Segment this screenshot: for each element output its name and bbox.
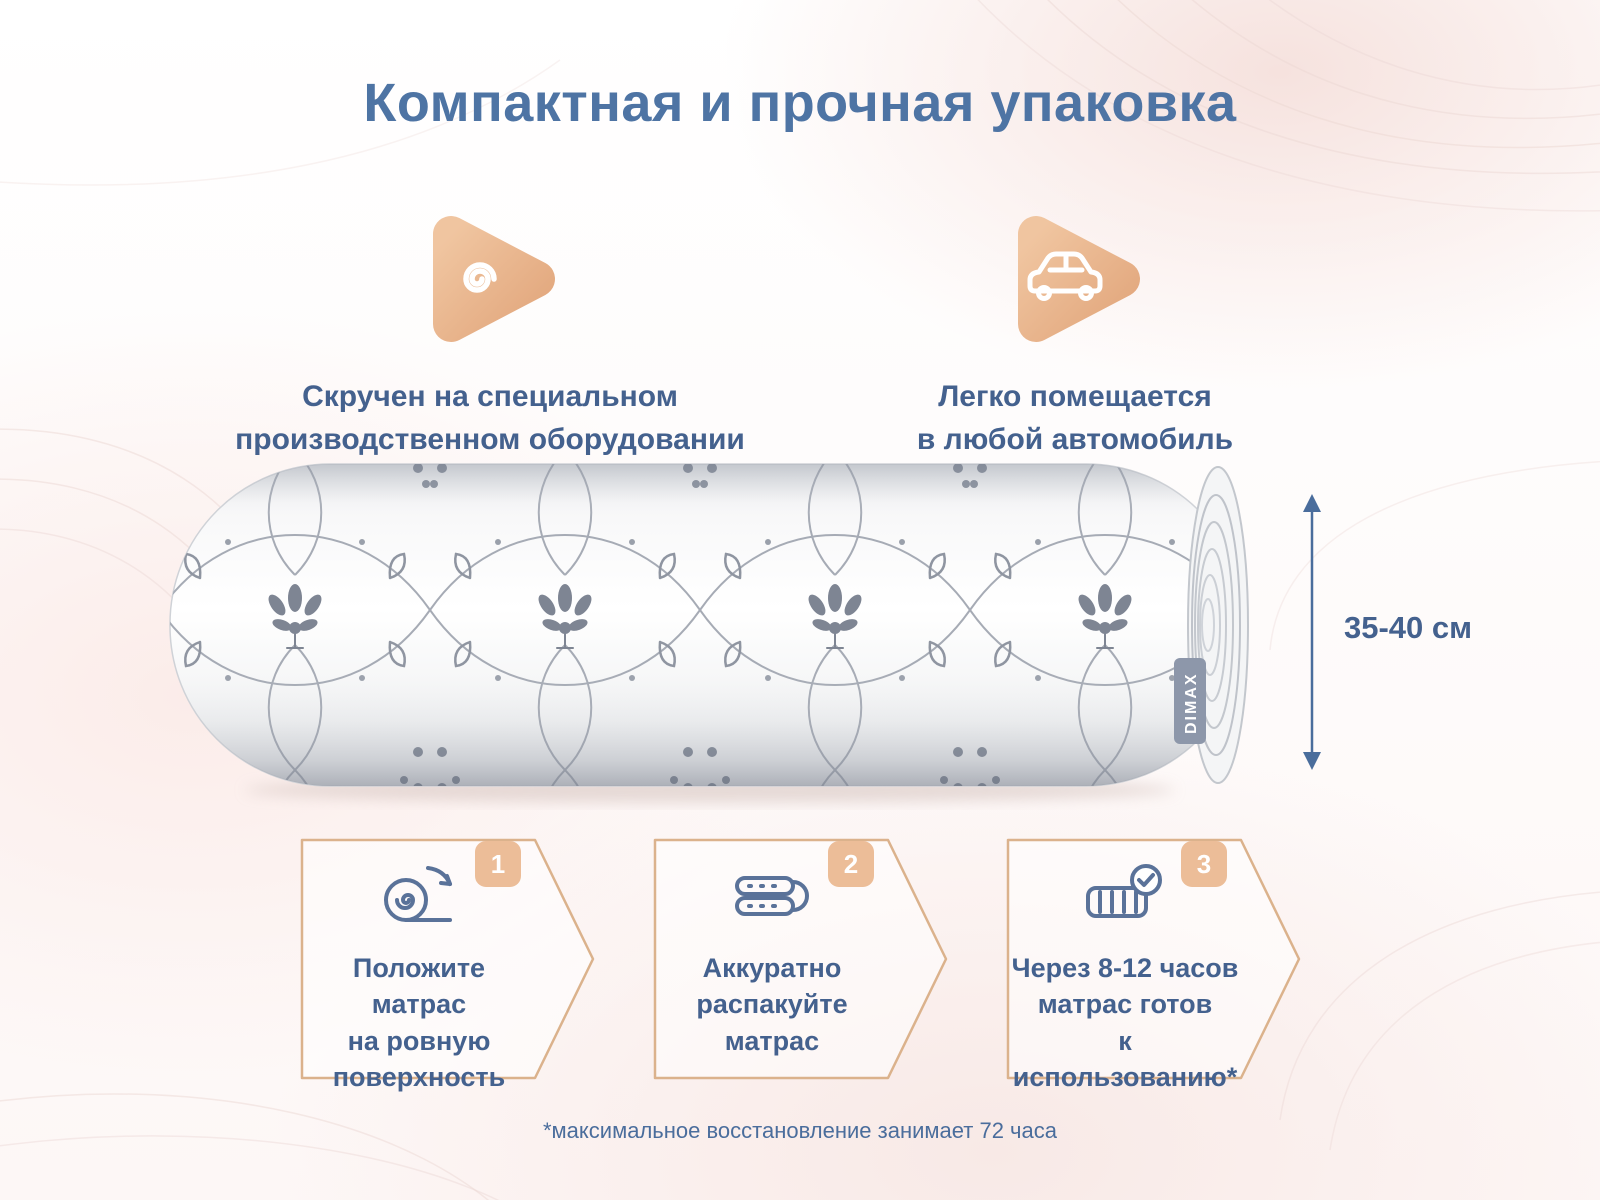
height-label: 35-40 см xyxy=(1344,610,1473,645)
brand-tag-label: DIMAX xyxy=(1183,672,1200,734)
step-3-frame xyxy=(1006,838,1301,1080)
rolled-mattress-image: DIMAX xyxy=(169,463,1249,803)
brand-tag: DIMAX xyxy=(1174,658,1206,744)
footnote: *максимальное восстановление занимает 72… xyxy=(543,1118,1057,1143)
mattress-ready-icon xyxy=(1085,864,1162,918)
rolled-mattress-spiral-icon xyxy=(433,216,555,342)
unpack-mattress-icon xyxy=(734,876,809,916)
step-2-frame xyxy=(653,838,948,1080)
step-1-number: 1 xyxy=(475,841,521,887)
unpacking-steps: 1 Положите матрас на ровную поверхность … xyxy=(300,838,1301,1092)
step-2-number: 2 xyxy=(828,841,874,887)
mattress-roll-body xyxy=(169,463,1247,787)
step-3-number: 3 xyxy=(1181,841,1227,887)
page-title: Компактная и прочная упаковка xyxy=(363,73,1237,133)
step-1-text: Положите матрас на ровную поверхность xyxy=(332,953,506,1093)
feature-car: Легко помещается в любой автомобиль xyxy=(825,194,1325,461)
car-icon xyxy=(1018,216,1140,342)
feature-car-caption: Легко помещается в любой автомобиль xyxy=(916,380,1234,456)
step-3: 3 Через 8-12 часов матрас готов к исполь… xyxy=(1006,838,1301,1092)
step-2: 2 Аккуратно распакуйте матрас xyxy=(653,838,948,1080)
step-2-text: Аккуратно распакуйте матрас xyxy=(696,953,848,1056)
height-dimension-arrow xyxy=(1303,494,1321,770)
step-1-frame xyxy=(300,838,595,1080)
feature-rolled: Скручен на специальном производственном … xyxy=(140,194,840,461)
unroll-mattress-icon xyxy=(383,866,452,922)
step-1: 1 Положите матрас на ровную поверхность xyxy=(300,838,595,1092)
feature-rolled-caption: Скручен на специальном производственном … xyxy=(235,380,745,456)
step-3-text: Через 8-12 часов матрас готов к использо… xyxy=(1011,953,1239,1093)
